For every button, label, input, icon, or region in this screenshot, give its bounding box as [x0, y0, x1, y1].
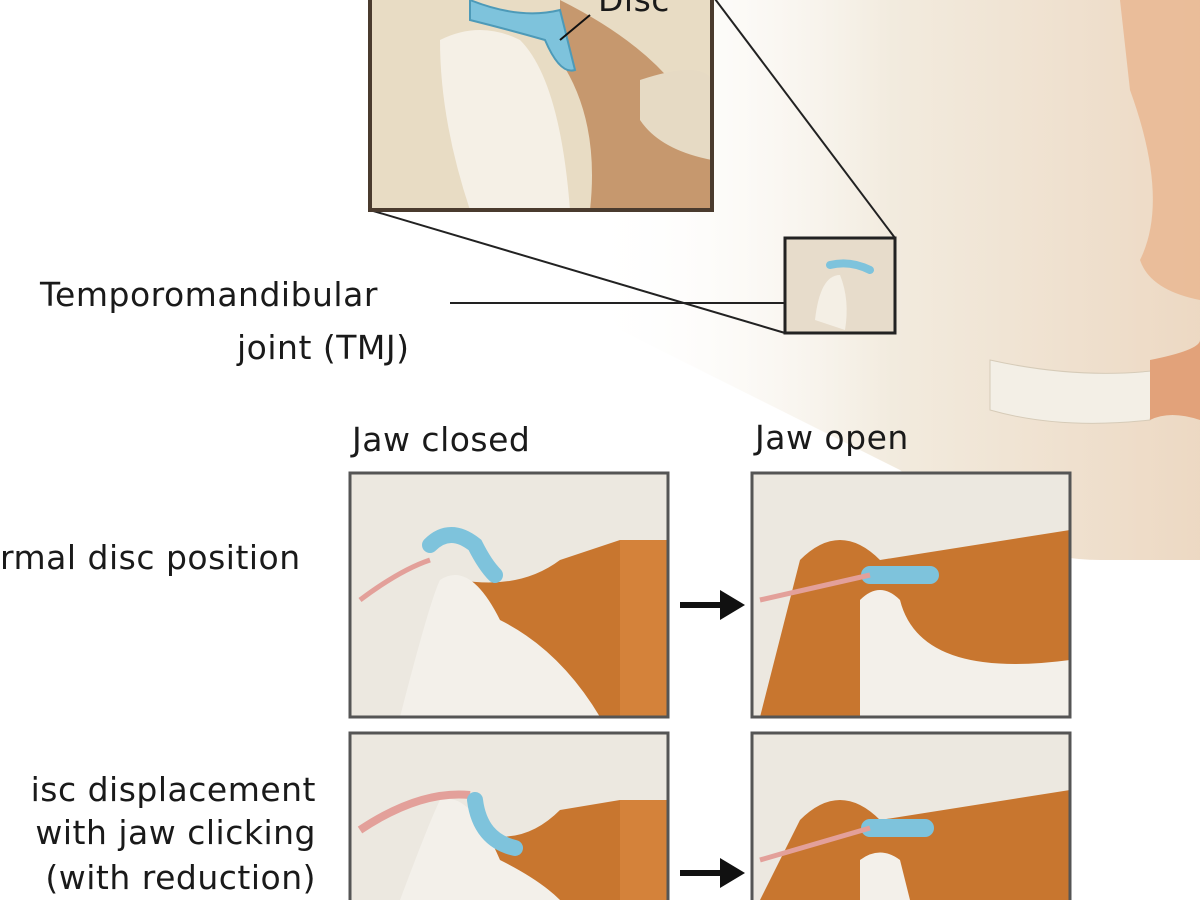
tmj-label-line2: joint (TMJ): [237, 328, 410, 367]
tmj-label-line1: Temporomandibular: [40, 275, 378, 314]
panel-open-displaced: [750, 731, 1072, 900]
inset-detail: [368, 0, 714, 212]
row-label-displaced-3: (with reduction): [45, 858, 316, 897]
row-label-displaced-1: isc displacement: [30, 770, 316, 809]
arrow-right-icon: [680, 590, 745, 620]
panel-open-normal: [750, 471, 1072, 719]
lips: [1150, 340, 1200, 420]
jaw-open-heading: Jaw open: [755, 418, 909, 457]
panel-closed-normal: [348, 471, 670, 719]
panel-closed-displaced: [348, 731, 670, 900]
zoom-line: [714, 0, 896, 239]
arrow-right-icon: [680, 858, 745, 888]
tmj-box: [783, 236, 897, 335]
nose: [1120, 0, 1200, 300]
disc-label: Disc: [598, 0, 670, 19]
row-label-displaced-2: with jaw clicking: [35, 813, 316, 852]
zoom-line: [369, 209, 786, 334]
row-label-normal: rmal disc position: [0, 538, 301, 577]
jaw-closed-heading: Jaw closed: [352, 420, 531, 459]
